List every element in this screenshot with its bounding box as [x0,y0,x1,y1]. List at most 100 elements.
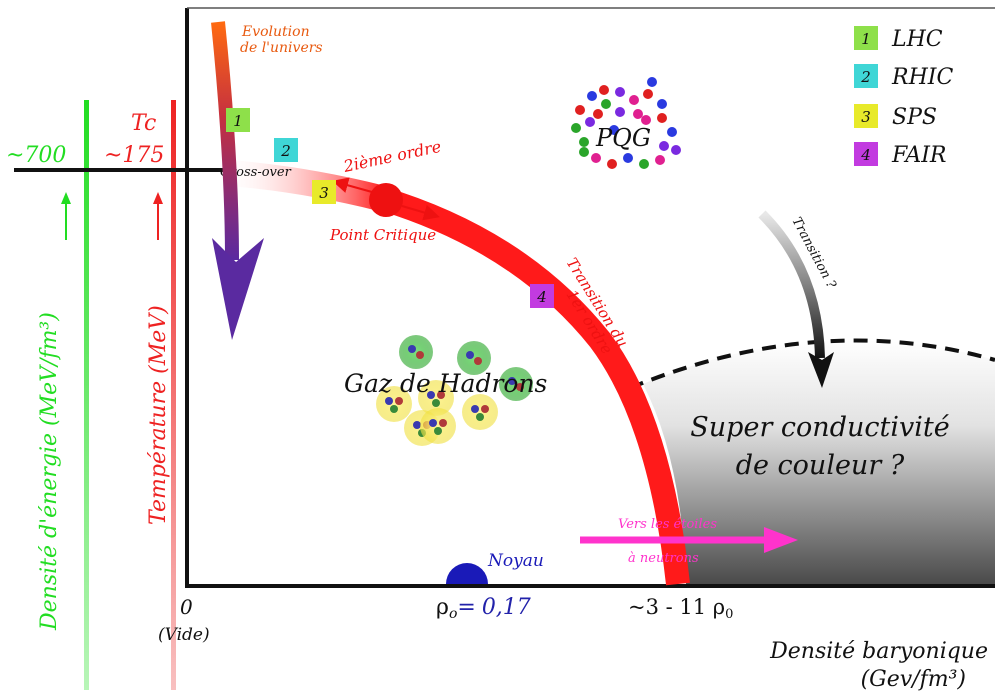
temperature-axis-line [171,100,176,690]
quark-dot [416,351,424,359]
quark-dot [579,137,589,147]
legend-number: 1 [861,30,871,48]
temperature-axis-value: ~175 [104,143,164,168]
range-label: ~3 - 11 ρ0 [628,595,733,622]
marker-number: 1 [233,112,243,130]
quark-dot [516,383,524,391]
marker-number: 2 [280,142,291,160]
x-axis-label-line2: (Gev/fm³) [861,667,966,692]
qgp-label: PQG [595,124,651,152]
color-superconductivity-region [643,339,995,584]
legend-swatch [854,104,878,128]
supercond-line2: de couleur ? [736,450,905,481]
rho0-label: ρo= 0,17 [436,595,531,622]
quark-dot [671,145,681,155]
quark-dot [599,85,609,95]
quark-dot [601,99,611,109]
neutron-star-arrowhead [764,527,798,553]
quark-dot [629,95,639,105]
legend-swatch [854,26,878,50]
origin-vide: (Vide) [158,625,210,645]
evolution-line2: de l'univers [240,40,323,56]
transition-question-arrowhead [808,352,834,388]
meson [399,335,433,369]
first-order-transition-line [376,186,690,586]
quark-dot [657,113,667,123]
quark-dot [434,427,442,435]
tc-label: Tc [131,111,156,136]
crossover-band [217,159,384,211]
marker-3: 3 [312,180,336,204]
quark-dot [643,89,653,99]
baryon [376,386,412,422]
rho0-subscript: o [449,606,457,622]
quark-dot [408,345,416,353]
hadron-particles [376,335,533,446]
quark-dot [615,107,625,117]
legend-label: FAIR [891,143,947,168]
legend-label: LHC [891,27,943,52]
legend-swatch [854,64,878,88]
quark-dot [385,397,393,405]
quark-dot [647,77,657,87]
quark-dot [508,377,516,385]
stars-line1: Vers les étoiles [618,517,717,532]
rho0-value: 0,17 [482,595,531,620]
energy-axis-value: ~700 [6,143,66,168]
quark-dot [579,147,589,157]
range-value: ~3 - 11 ρ [628,595,725,619]
quark-dot [591,153,601,163]
quark-dot [639,159,649,169]
quark-dot [413,421,421,429]
legend-label: RHIC [891,65,953,90]
marker-4: 4 [530,284,554,308]
quark-dot [474,357,482,365]
marker-box [312,180,336,204]
temperature-axis-arrowhead [153,192,163,204]
hadron-gas-label: Gaz de Hadrons [344,369,547,398]
rho0-symbol: ρ [436,595,449,620]
rho0-equals: = [457,595,475,620]
origin-zero: 0 [180,595,193,619]
evolution-arrowhead [212,238,264,340]
meson [457,341,491,375]
critical-point [369,183,403,217]
stars-line2: à neutrons [628,551,699,566]
baryon [420,408,456,444]
quark-dot [655,155,665,165]
nucleus-dot [446,563,488,584]
quark-dot [432,399,440,407]
second-order-label: 2ième ordre [341,137,443,176]
legend-number: 3 [861,108,871,126]
quark-dot [437,391,445,399]
temperature-axis-label: Température (MeV) [146,305,171,525]
marker-box [226,108,250,132]
evolution-arrow-body [211,21,239,261]
quark-dot [575,105,585,115]
baryon [462,394,498,430]
quark-dot [641,115,651,125]
marker-number: 3 [319,184,329,202]
energy-axis-label: Densité d'énergie (MeV/fm³) [37,312,62,631]
critical-arrow-right [401,204,440,221]
quark-dot [471,405,479,413]
range-subscript: 0 [725,607,733,622]
legend-swatch [854,142,878,166]
quark-dot [657,99,667,109]
energy-axis-arrowhead [61,192,71,204]
marker-2: 2 [274,138,298,162]
crossover-label: Cross-over [220,165,292,180]
baryon [418,380,454,416]
legend-item-sps: 3 SPS [854,104,937,130]
legend-label: SPS [892,105,937,130]
quark-dot [587,91,597,101]
quark-dot [609,125,619,135]
quark-dot [429,419,437,427]
legend-item-lhc: 1 LHC [854,26,943,52]
marker-number: 4 [536,288,547,306]
marker-box [274,138,298,162]
